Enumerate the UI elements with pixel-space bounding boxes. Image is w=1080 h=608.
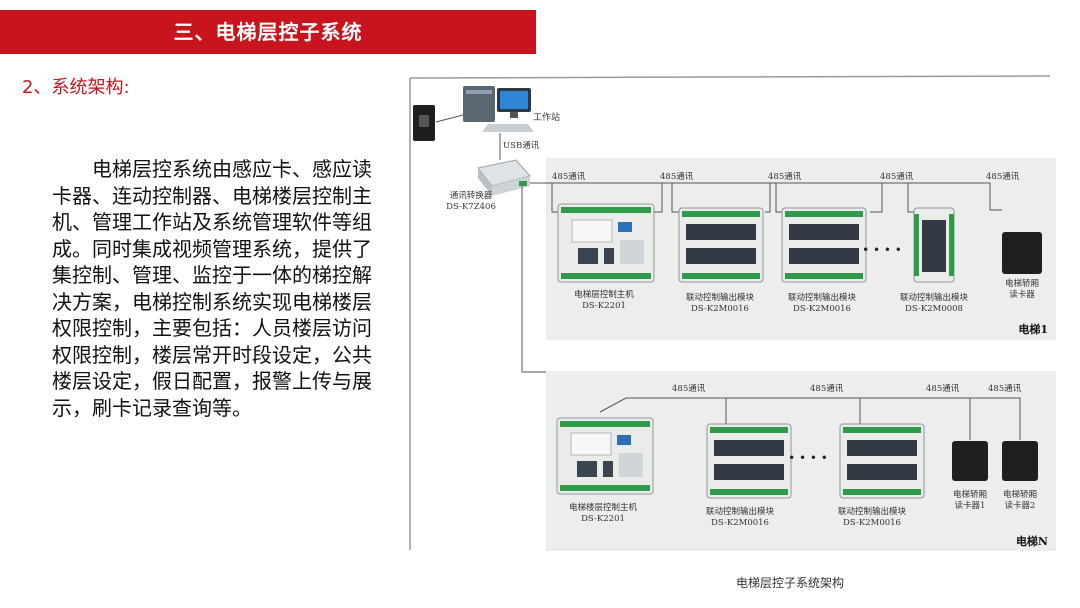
eN-reader2-line2: 读卡器2 [1005, 500, 1036, 511]
eN-cabin-reader2-icon [1002, 441, 1038, 481]
eN-controller-model: DS-K2201 [581, 514, 625, 524]
entrance-reader-icon [413, 105, 435, 141]
elevator1-485-wires [546, 182, 1002, 213]
e1-module1-model: DS-K2M0016 [691, 304, 749, 314]
eN-reader2-line1: 电梯轿厢 [1003, 489, 1038, 500]
e1-controller-board [557, 203, 655, 283]
eN-cabin-reader1-icon [952, 441, 988, 481]
converter-icon [477, 159, 531, 196]
eN-ellipsis: • • • • [788, 451, 828, 465]
e1-module1-board [678, 207, 764, 283]
e1-module2-model: DS-K2M0016 [793, 304, 851, 314]
workstation-icon [463, 86, 534, 132]
e1-reader-line2: 读卡器 [1009, 289, 1035, 300]
converter-name: 通讯转换器 [450, 190, 493, 201]
usb-label: USB通讯 [503, 140, 540, 151]
e1-cabin-reader-icon [1002, 232, 1042, 274]
eN-module1-name: 联动控制输出模块 [706, 506, 775, 517]
e1-module3-board [913, 207, 955, 283]
e1-reader-line1: 电梯轿厢 [1005, 278, 1040, 289]
e1-controller-model: DS-K2201 [582, 301, 626, 311]
e1-controller-name: 电梯层控制主机 [574, 289, 634, 300]
converter-model: DS-K7Z406 [446, 202, 496, 212]
frame-top-line [409, 75, 1051, 79]
e1-module2-name: 联动控制输出模块 [788, 292, 857, 303]
e1-module3-model: DS-K2M0008 [905, 304, 963, 314]
eN-reader1-line2: 读卡器1 [955, 500, 986, 511]
elevatorN-label: 电梯N [1016, 534, 1048, 548]
title-banner: 三、电梯层控子系统 [0, 10, 536, 54]
diagram-caption: 电梯层控子系统架构 [735, 576, 844, 590]
eN-module2-model: DS-K2M0016 [843, 518, 901, 528]
eN-controller-name: 电梯楼层控制主机 [569, 502, 638, 513]
eN-485-label-1: 485通讯 [672, 383, 706, 394]
wire-reader [435, 114, 464, 123]
eN-module2-name: 联动控制输出模块 [838, 506, 907, 517]
eN-reader1-line1: 电梯轿厢 [953, 489, 988, 500]
e1-485-label-3: 485通讯 [768, 171, 802, 182]
e1-ellipsis: • • • • [862, 243, 902, 257]
eN-module1-model: DS-K2M0016 [711, 518, 769, 528]
wire-bus-elevatorN [521, 186, 546, 373]
eN-485-label-3: 485通讯 [926, 383, 960, 394]
section-subtitle: 2、系统架构: [22, 77, 130, 98]
eN-module1-board [706, 423, 792, 499]
e1-module1-name: 联动控制输出模块 [686, 292, 755, 303]
e1-485-label-4: 485通讯 [880, 171, 914, 182]
elevator1-label: 电梯1 [1018, 322, 1048, 336]
eN-485-label-2: 485通讯 [810, 383, 844, 394]
page-title: 三、电梯层控子系统 [173, 20, 363, 44]
eN-module2-board [839, 423, 925, 499]
e1-module3-name: 联动控制输出模块 [900, 292, 969, 303]
e1-485-label-5: 485通讯 [986, 171, 1020, 182]
e1-485-label-1: 485通讯 [552, 171, 586, 182]
eN-485-label-4: 485通讯 [988, 383, 1022, 394]
e1-485-label-2: 485通讯 [660, 171, 694, 182]
description-text: 电梯层控系统由感应卡、感应读卡器、连动控制器、电梯楼层控制主机、管理工作站及系统… [52, 157, 372, 420]
e1-module2-board [781, 207, 867, 283]
eN-controller-board [556, 417, 654, 495]
workstation-label: 工作站 [533, 111, 560, 123]
